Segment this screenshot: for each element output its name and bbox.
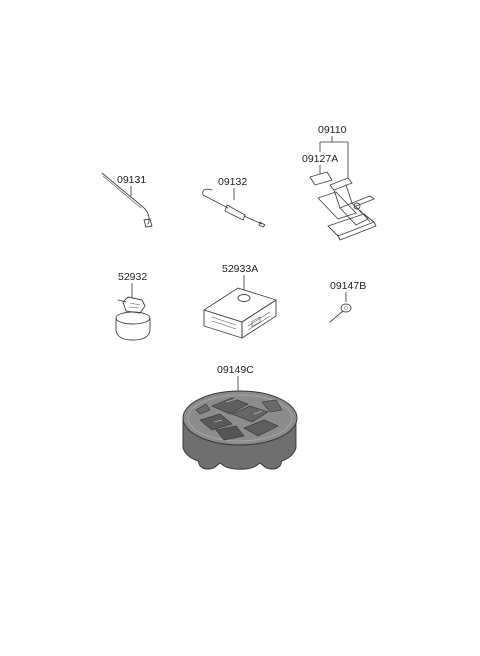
jack-assembly: 09110 09127A	[302, 124, 377, 241]
sealant-bottle: 52932	[115, 271, 151, 341]
tow-hook: 09147B	[329, 280, 366, 323]
label-09132: 09132	[218, 176, 247, 188]
label-09127A: 09127A	[302, 153, 338, 165]
compressor: 52933A	[203, 263, 277, 339]
label-52933A: 52933A	[222, 263, 258, 275]
label-09147B: 09147B	[330, 280, 366, 292]
jack-handle: 09132	[202, 176, 266, 228]
label-52932: 52932	[118, 271, 147, 283]
label-09149C: 09149C	[217, 364, 254, 376]
wheel-wrench: 09131	[101, 172, 153, 228]
label-09110: 09110	[318, 124, 347, 136]
label-09131: 09131	[117, 174, 146, 186]
tool-case: 09149C	[182, 364, 298, 470]
